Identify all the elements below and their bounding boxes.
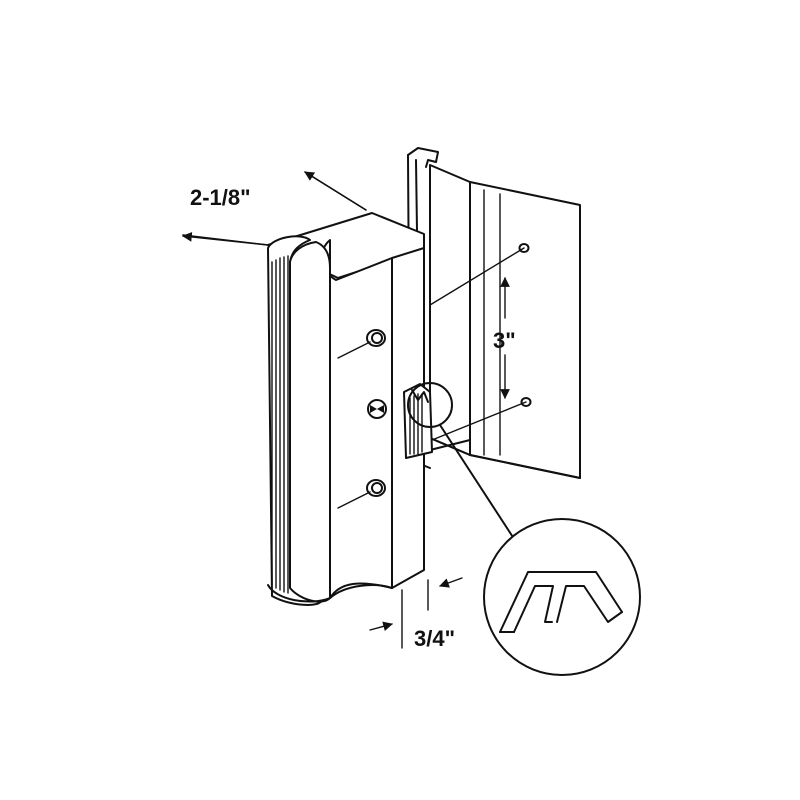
weatherstrip-insert bbox=[403, 383, 433, 459]
width-label: 2-1/8" bbox=[190, 185, 251, 210]
spacing-label: 3" bbox=[493, 328, 516, 353]
detail-callout-circle bbox=[407, 382, 453, 428]
detail-leader-line bbox=[439, 424, 521, 549]
handle-screw-hole-top bbox=[366, 329, 386, 347]
handle-center-screw bbox=[367, 399, 387, 419]
spacing-dimension: 3" bbox=[493, 277, 516, 399]
grip-ribs bbox=[271, 255, 289, 594]
thickness-label: 3/4" bbox=[414, 626, 455, 651]
thickness-dimension: 3/4" bbox=[369, 577, 463, 651]
handle-screw-hole-bottom bbox=[366, 479, 386, 497]
magnified-cross-section bbox=[483, 518, 641, 676]
mounting-plate bbox=[407, 147, 581, 479]
width-dimension: 2-1/8" bbox=[182, 171, 367, 246]
handle-body bbox=[267, 212, 425, 606]
